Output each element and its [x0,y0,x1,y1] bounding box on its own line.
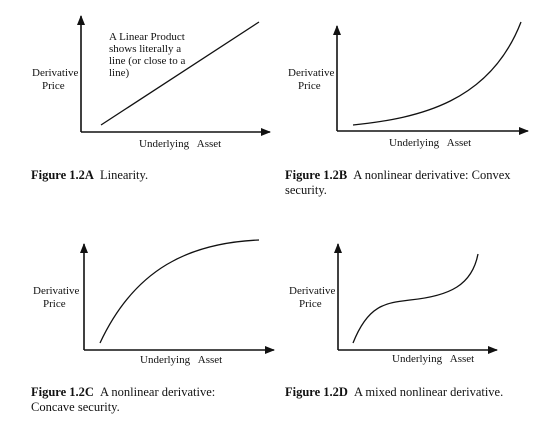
x-axis-label: Underlying Asset [140,354,222,366]
annotation: A Linear Product shows literally a line … [109,31,188,79]
y-axis-label: Derivative Price [289,285,338,310]
x-axis-label: Underlying Asset [389,137,471,149]
panel-a: Derivative Price Underlying Asset A Line… [32,15,271,150]
figure-label: Figure 1.2A [31,168,94,182]
concave-curve [99,239,260,344]
caption-text: Linearity. [99,168,149,182]
y-axis-label: Derivative Price [33,285,82,310]
panel-b: Derivative Price Underlying Asset [288,21,529,149]
caption-1-2d: Figure 1.2D A mixed nonlinear derivative. [285,385,510,400]
y-axis-label: Derivative Price [32,67,81,92]
convex-curve [352,21,522,126]
caption-text: A mixed nonlinear derivative. [353,385,504,399]
y-axis-label: Derivative Price [288,67,337,92]
x-axis-label: Underlying Asset [392,353,474,365]
mixed-curve [352,253,479,344]
caption-text: A nonlinear derivative: Convex security. [285,168,511,197]
x-axis-label: Underlying Asset [139,138,221,150]
caption-text: A nonlinear derivative: Concave security… [31,385,216,414]
linear-curve [100,21,260,126]
caption-1-2a: Figure 1.2A Linearity. [31,168,271,183]
figure-label: Figure 1.2B [285,168,348,182]
panel-c: Derivative Price Underlying Asset [33,239,275,366]
figure-label: Figure 1.2D [285,385,348,399]
panel-d: Derivative Price Underlying Asset [289,243,498,365]
figure-label: Figure 1.2C [31,385,94,399]
